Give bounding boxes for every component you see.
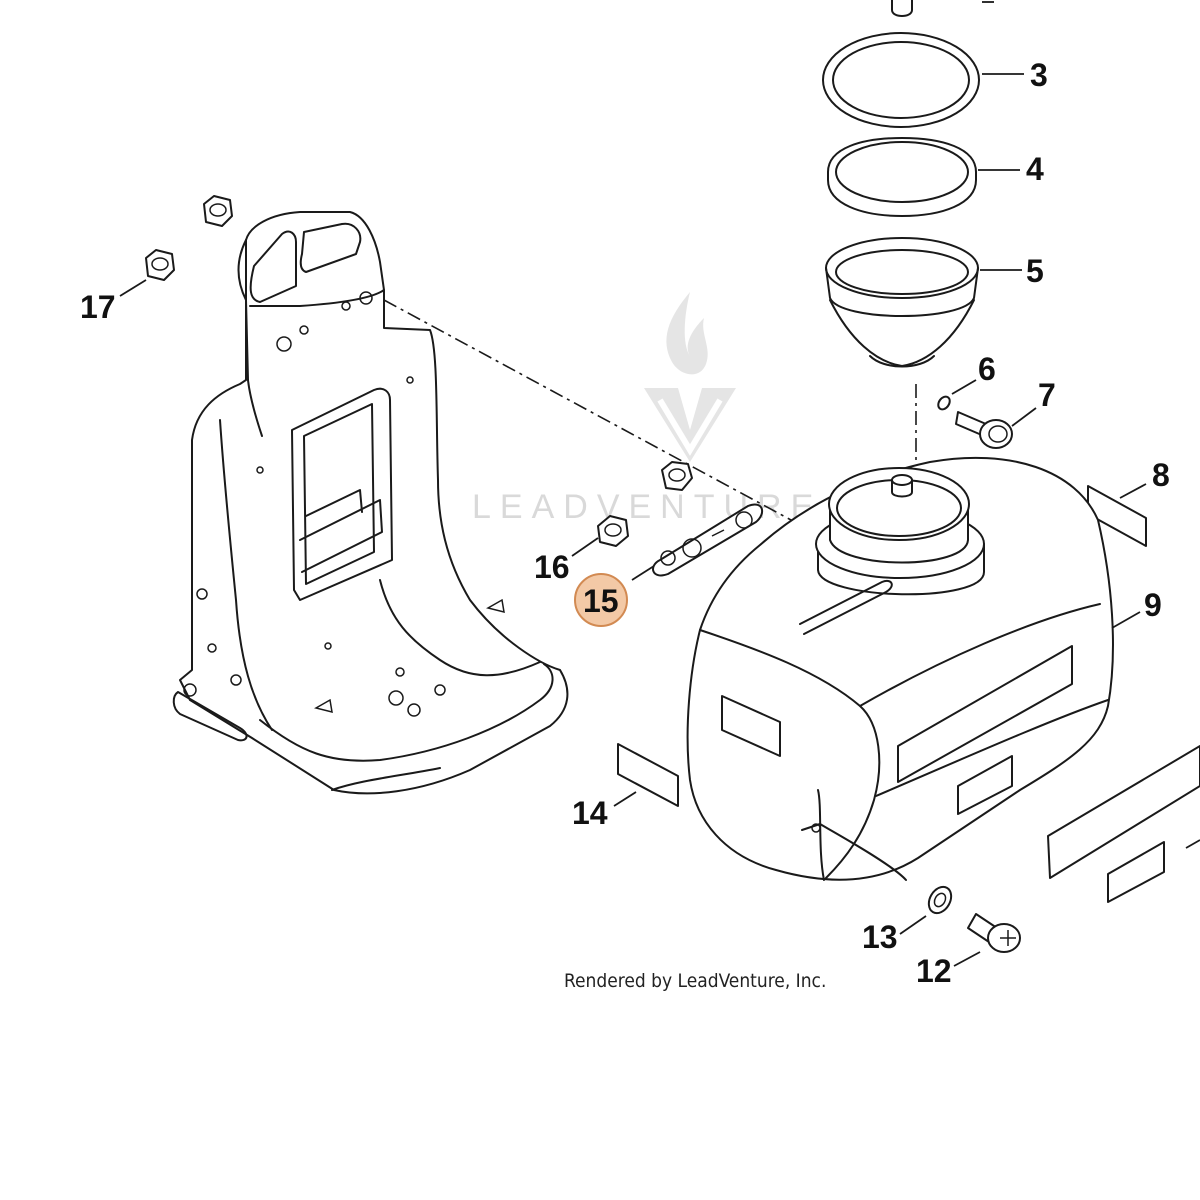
part-label-12[interactable]: 12: [916, 953, 952, 989]
leader-lines: [119, 73, 1147, 967]
part-12-screw: [967, 913, 1021, 953]
part-label-6[interactable]: 6: [978, 351, 996, 387]
part-13-washer: [927, 885, 953, 915]
highlight-circle-15[interactable]: [574, 573, 628, 627]
part-label-14[interactable]: 14: [572, 795, 608, 831]
part-label-9[interactable]: 9: [1144, 587, 1162, 623]
part-14-label: [617, 743, 679, 807]
part-7-screw: [955, 411, 1013, 449]
part-label-15[interactable]: 15: [583, 583, 619, 619]
part-label-8[interactable]: 8: [1152, 457, 1170, 493]
part-label-16[interactable]: 16: [534, 549, 570, 585]
part-15-plate: [652, 503, 764, 577]
part-label-5[interactable]: 5: [1026, 253, 1044, 289]
part-label-13[interactable]: 13: [862, 919, 898, 955]
part-label-17[interactable]: 17: [80, 289, 116, 325]
part-10-11-labels: [1047, 745, 1200, 903]
part-4-gasket: [827, 137, 977, 217]
part-6-o-ring: [937, 395, 951, 411]
part-17-nut-upper: [203, 195, 233, 227]
back-frame: [172, 211, 569, 795]
watermark-logo-icon: [644, 292, 736, 462]
part-label-7[interactable]: 7: [1038, 377, 1056, 413]
part-16-nut-lower: [597, 515, 629, 547]
part-3-ring: [822, 32, 980, 128]
part-5-strainer: [825, 237, 979, 368]
part-16-nut-upper: [661, 461, 693, 491]
part-17-nut-lower: [145, 249, 175, 281]
part-label-3[interactable]: 3: [1030, 57, 1048, 93]
part-label-4[interactable]: 4: [1026, 151, 1044, 187]
watermark-text: LEADVENTURE: [472, 488, 822, 526]
part-9-tank: [686, 456, 1114, 881]
credit-text: Rendered by LeadVenture, Inc.: [564, 970, 826, 992]
part-2-pin: [891, 0, 994, 17]
